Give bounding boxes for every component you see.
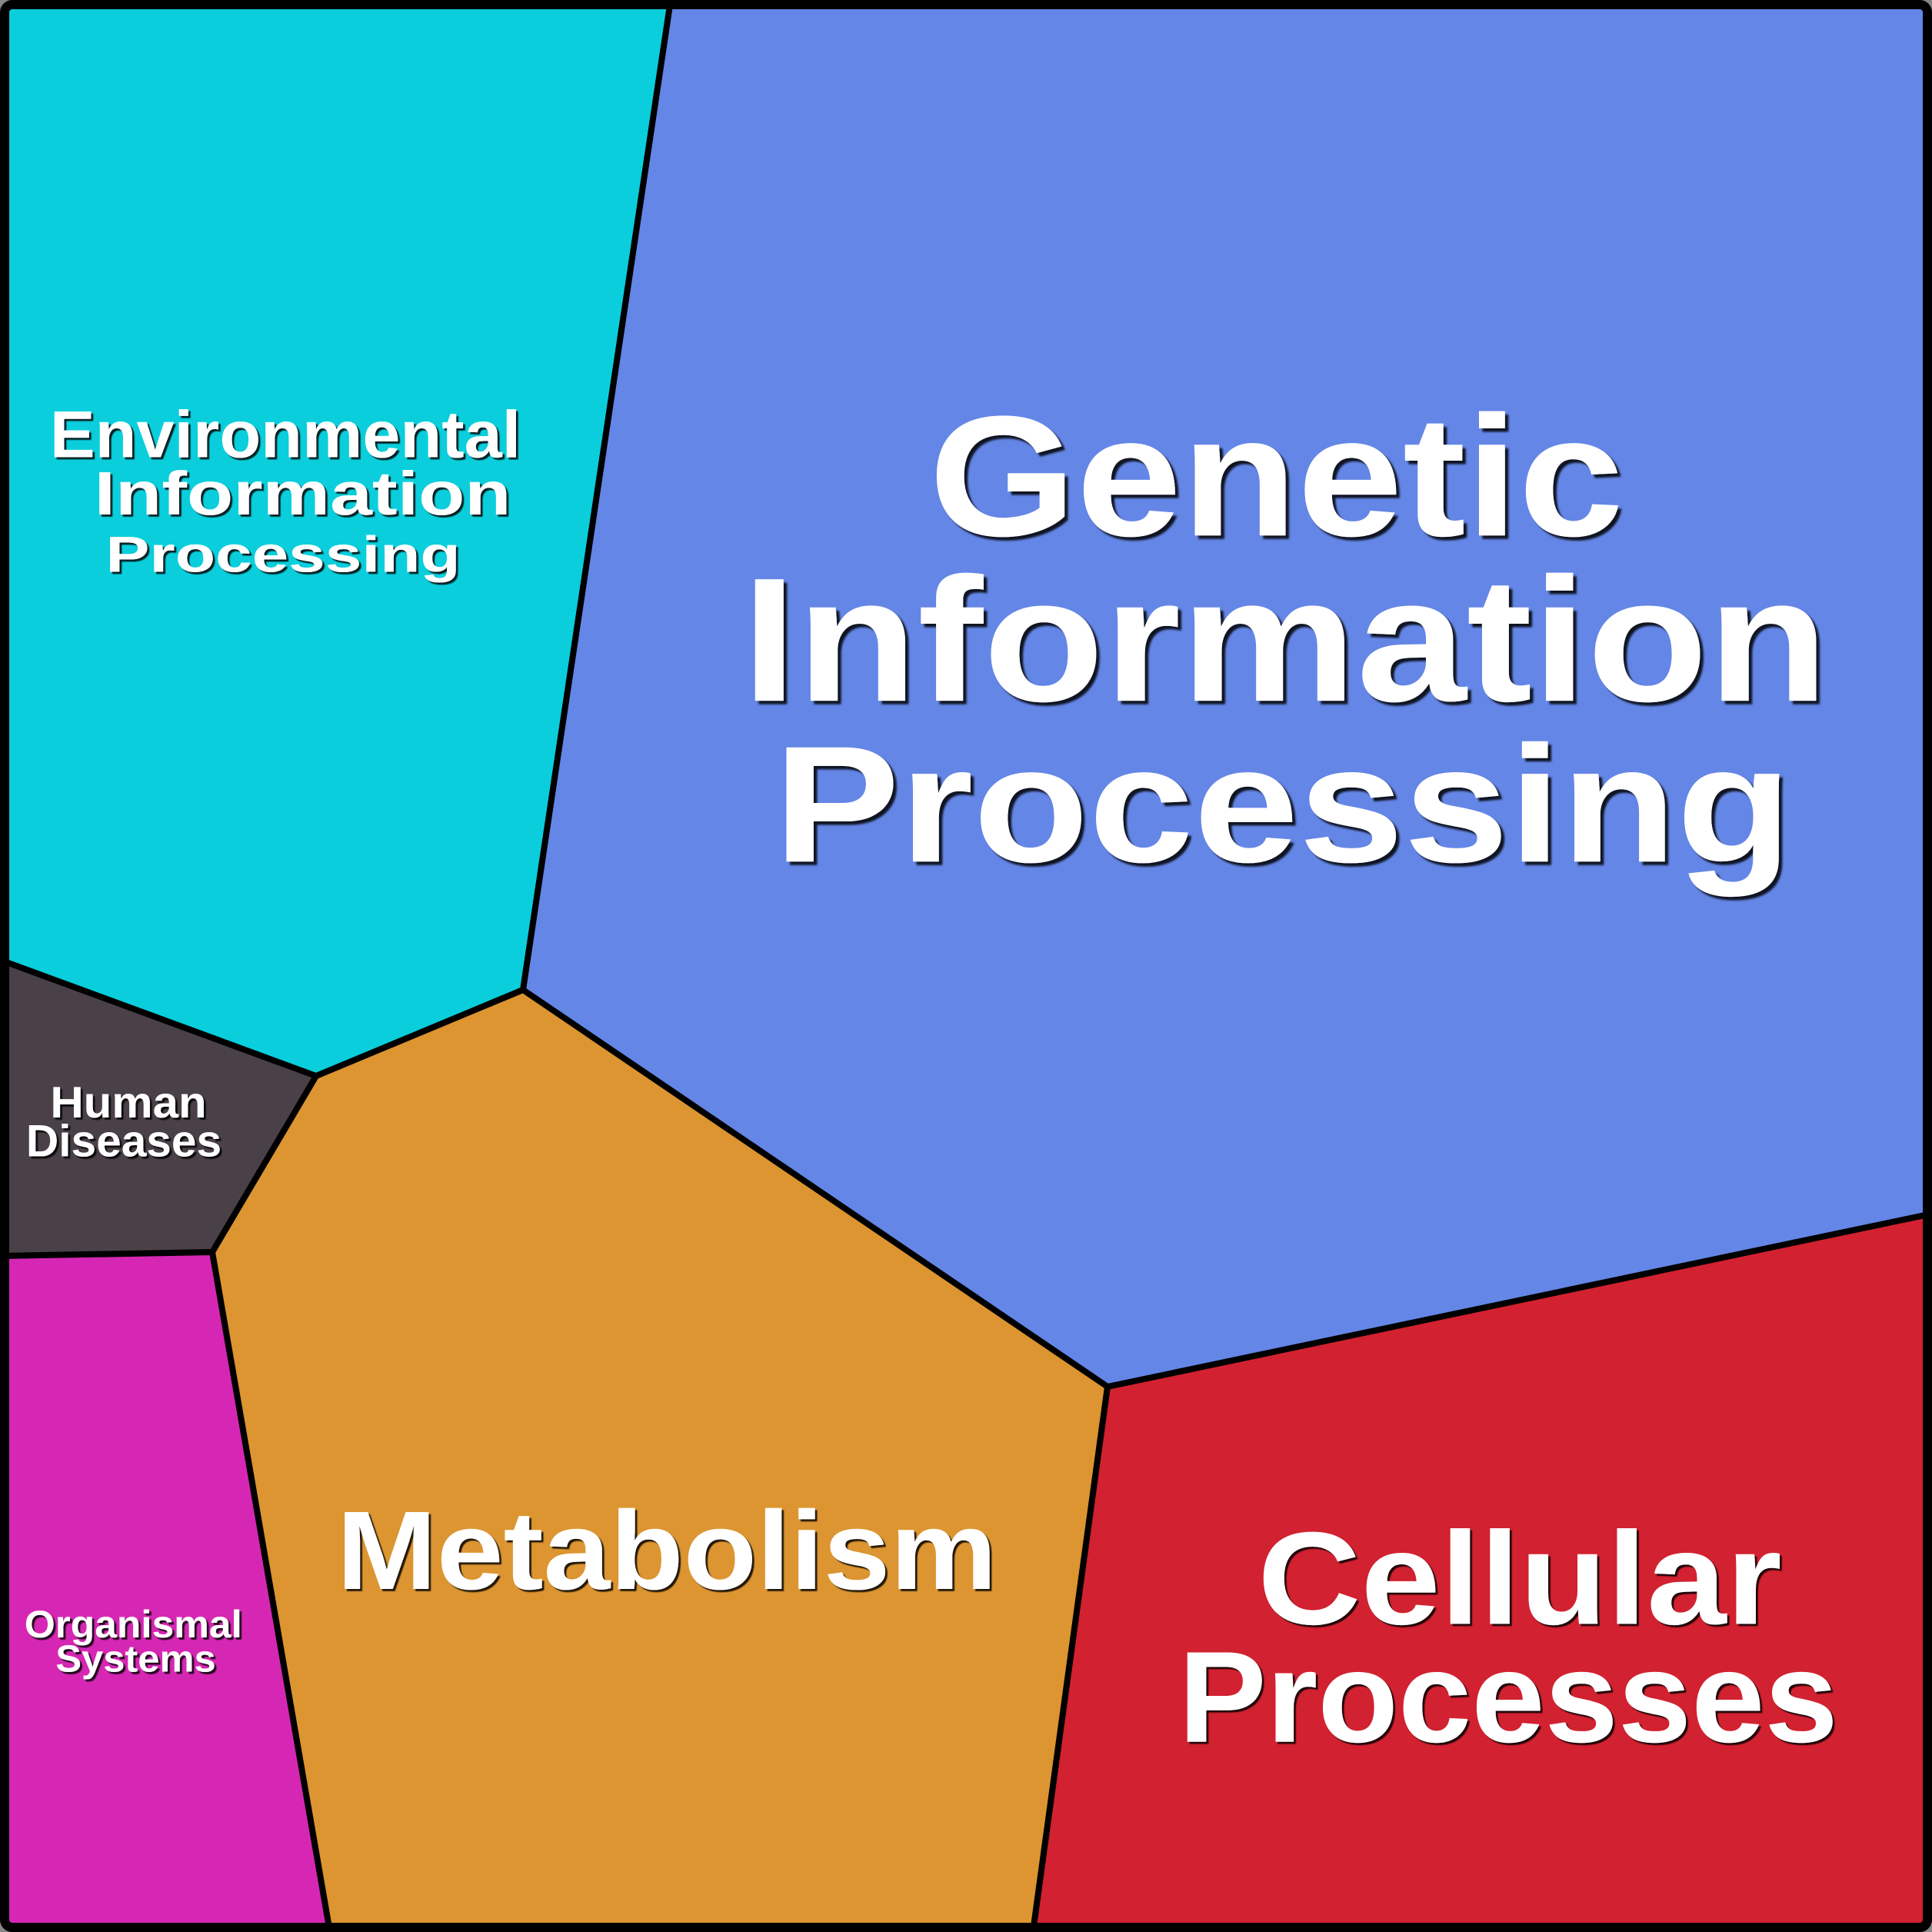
svg-text:Information: Information	[95, 459, 511, 528]
svg-text:Genetic: Genetic	[929, 381, 1624, 572]
svg-text:Metabolism: Metabolism	[337, 1487, 998, 1613]
svg-text:Processing: Processing	[774, 711, 1792, 897]
svg-text:Environmental: Environmental	[50, 398, 521, 471]
svg-text:Systems: Systems	[55, 1638, 216, 1681]
svg-text:Information: Information	[742, 541, 1829, 738]
svg-text:Human: Human	[50, 1078, 206, 1128]
svg-text:Processes: Processes	[1178, 1624, 1837, 1770]
svg-text:Processing: Processing	[105, 525, 460, 582]
svg-text:Organismal: Organismal	[25, 1602, 242, 1646]
svg-text:Diseases: Diseases	[26, 1117, 222, 1167]
svg-text:Cellular: Cellular	[1257, 1505, 1782, 1652]
